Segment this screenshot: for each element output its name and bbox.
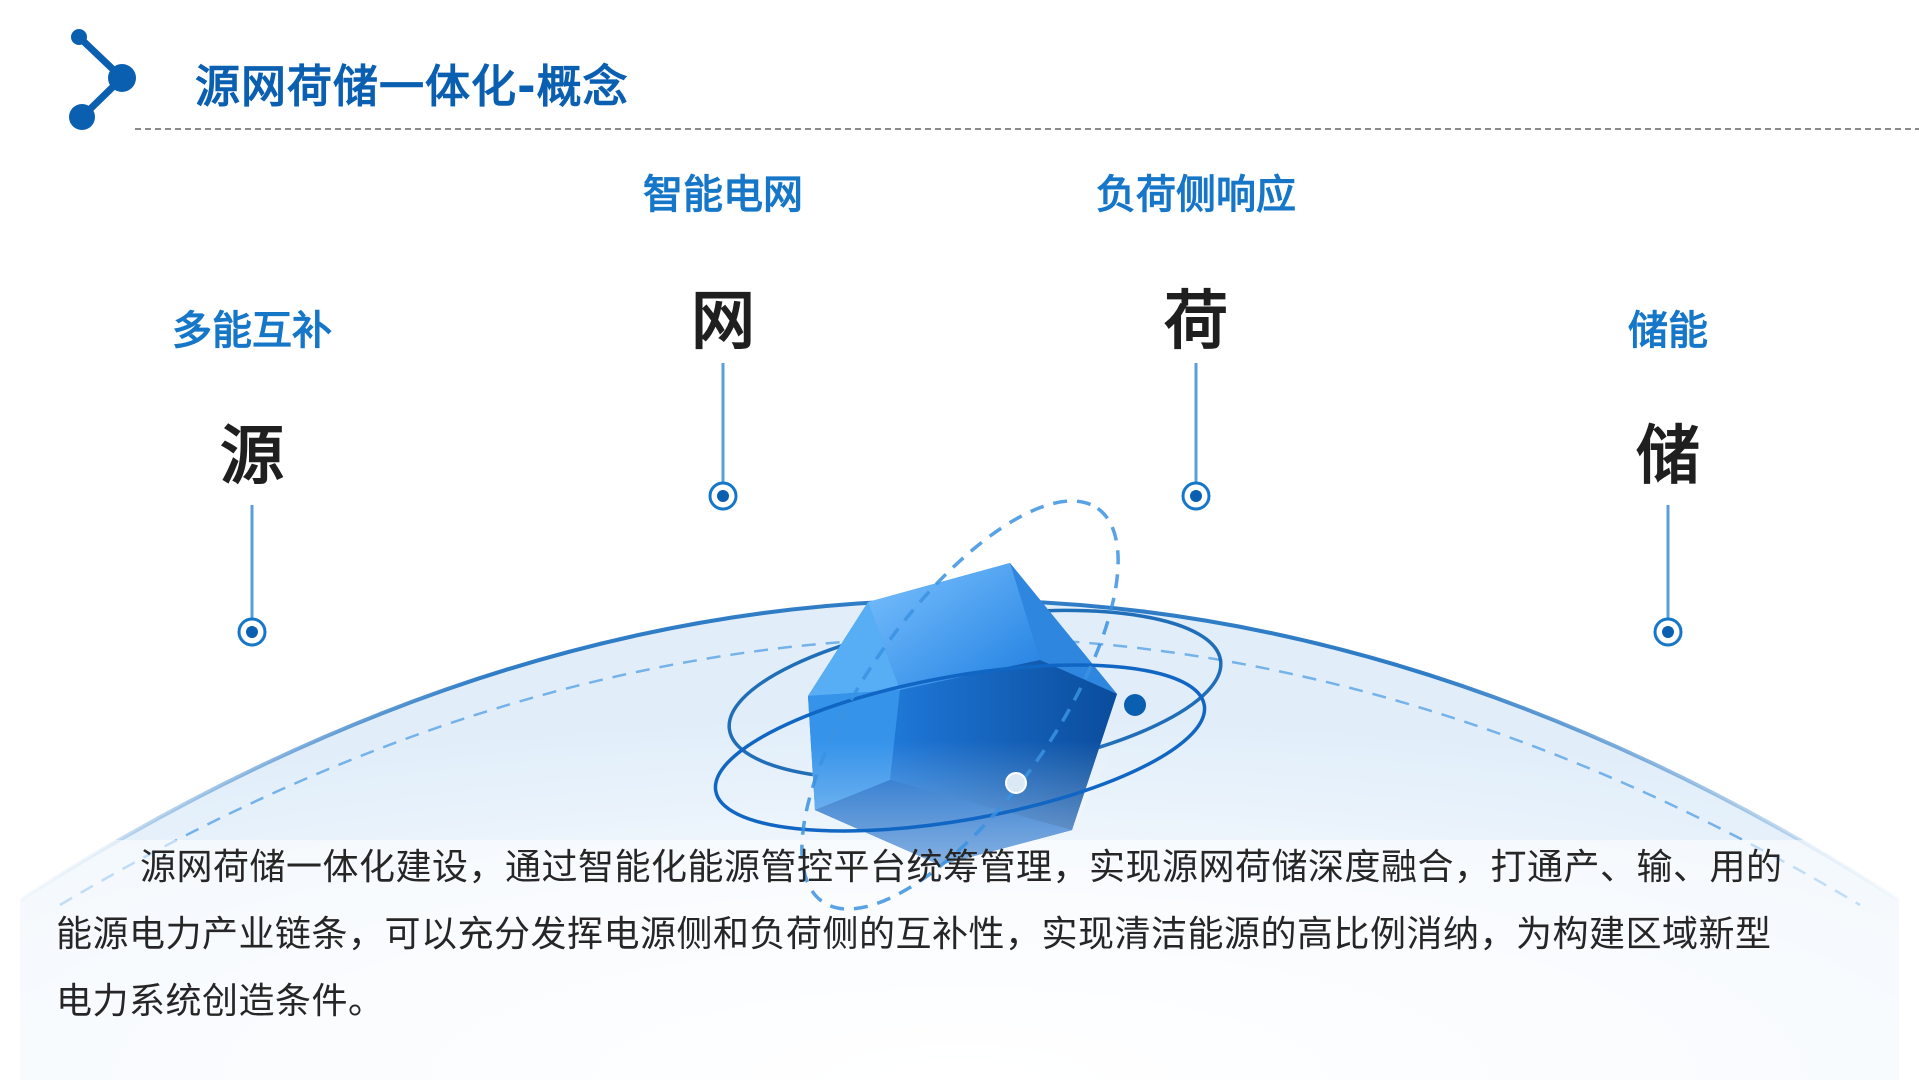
pillar-label-load: 负荷侧响应 <box>1096 172 1296 218</box>
pillar-char-source: 源 <box>220 420 284 494</box>
pillar-connector-load <box>1181 363 1211 511</box>
pillar-char-grid: 网 <box>691 285 755 359</box>
pillar-label-store: 储能 <box>1628 308 1708 354</box>
crystal-sphere-graphic <box>713 499 1223 911</box>
pillar-char-load: 荷 <box>1164 285 1228 359</box>
pillar-label-grid: 智能电网 <box>643 172 803 218</box>
pillar-connector-grid <box>708 363 738 511</box>
page-title: 源网荷储一体化-概念 <box>195 60 629 113</box>
network-node-icon <box>69 29 136 130</box>
pillar-label-source: 多能互补 <box>172 308 332 354</box>
pillar-connector-source <box>237 505 267 647</box>
pillar-connector-store <box>1653 505 1683 647</box>
pillar-char-store: 储 <box>1636 420 1700 494</box>
description-paragraph: 源网荷储一体化建设，通过智能化能源管控平台统筹管理，实现源网荷储深度融合，打通产… <box>56 847 1783 1022</box>
